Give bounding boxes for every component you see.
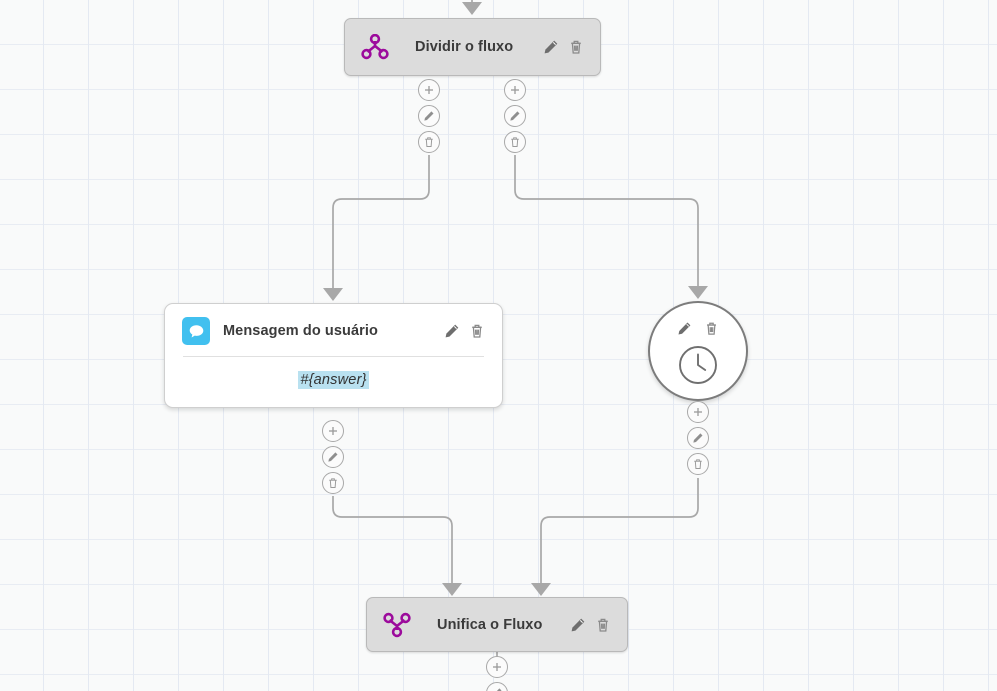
edit-connection-button[interactable] (687, 427, 709, 449)
variable-token-answer[interactable]: #{answer} (298, 371, 369, 389)
edit-connection-button[interactable] (486, 682, 508, 691)
node-user-message-actions (444, 323, 485, 339)
edit-icon[interactable] (570, 617, 586, 633)
merge-flow-icon (383, 612, 411, 638)
node-merge-flow-label: Unifica o Fluxo (437, 616, 543, 633)
delete-connection-button[interactable] (418, 131, 440, 153)
delete-icon[interactable] (469, 323, 485, 339)
edit-icon[interactable] (677, 321, 693, 337)
delete-connection-button[interactable] (504, 131, 526, 153)
node-delay[interactable] (648, 301, 748, 401)
handle-stack-split-left[interactable] (418, 79, 440, 153)
add-node-button[interactable] (687, 401, 709, 423)
delete-connection-button[interactable] (322, 472, 344, 494)
handle-stack-split-right[interactable] (504, 79, 526, 153)
node-delay-actions (677, 321, 720, 337)
edit-connection-button[interactable] (322, 446, 344, 468)
arrowhead-merge-right (531, 583, 551, 596)
card-divider (183, 356, 484, 357)
message-bubble-icon (182, 317, 210, 345)
handle-stack-message-out[interactable] (322, 420, 344, 494)
add-node-button[interactable] (486, 656, 508, 678)
node-split-flow-actions (543, 39, 584, 55)
edit-icon[interactable] (444, 323, 460, 339)
handle-stack-merge-out[interactable] (486, 656, 508, 691)
delete-connection-button[interactable] (687, 453, 709, 475)
node-merge-flow[interactable]: Unifica o Fluxo (366, 597, 628, 652)
edit-connection-button[interactable] (418, 105, 440, 127)
arrowhead-delay (688, 286, 708, 299)
handle-stack-delay-out[interactable] (687, 401, 709, 475)
node-user-message[interactable]: Mensagem do usuário (164, 303, 503, 408)
delete-icon[interactable] (568, 39, 584, 55)
arrowhead-into-split (462, 2, 482, 15)
add-node-button[interactable] (322, 420, 344, 442)
delete-icon[interactable] (704, 321, 720, 337)
edit-connection-button[interactable] (504, 105, 526, 127)
clock-icon (677, 344, 719, 391)
node-user-message-label: Mensagem do usuário (223, 323, 378, 339)
node-split-flow[interactable]: Dividir o fluxo (344, 18, 601, 76)
node-merge-flow-actions (570, 617, 611, 633)
node-user-message-body: #{answer} (165, 357, 502, 407)
arrowhead-merge-left (442, 583, 462, 596)
edge-delay-to-merge (540, 478, 699, 585)
edge-split-to-message (332, 155, 430, 290)
edge-message-to-merge (332, 496, 453, 585)
add-node-button[interactable] (504, 79, 526, 101)
add-node-button[interactable] (418, 79, 440, 101)
split-flow-icon (361, 34, 389, 60)
node-user-message-header: Mensagem do usuário (165, 304, 502, 356)
edge-split-to-delay (514, 155, 699, 288)
edit-icon[interactable] (543, 39, 559, 55)
node-split-flow-label: Dividir o fluxo (415, 39, 514, 55)
arrowhead-message (323, 288, 343, 301)
delete-icon[interactable] (595, 617, 611, 633)
